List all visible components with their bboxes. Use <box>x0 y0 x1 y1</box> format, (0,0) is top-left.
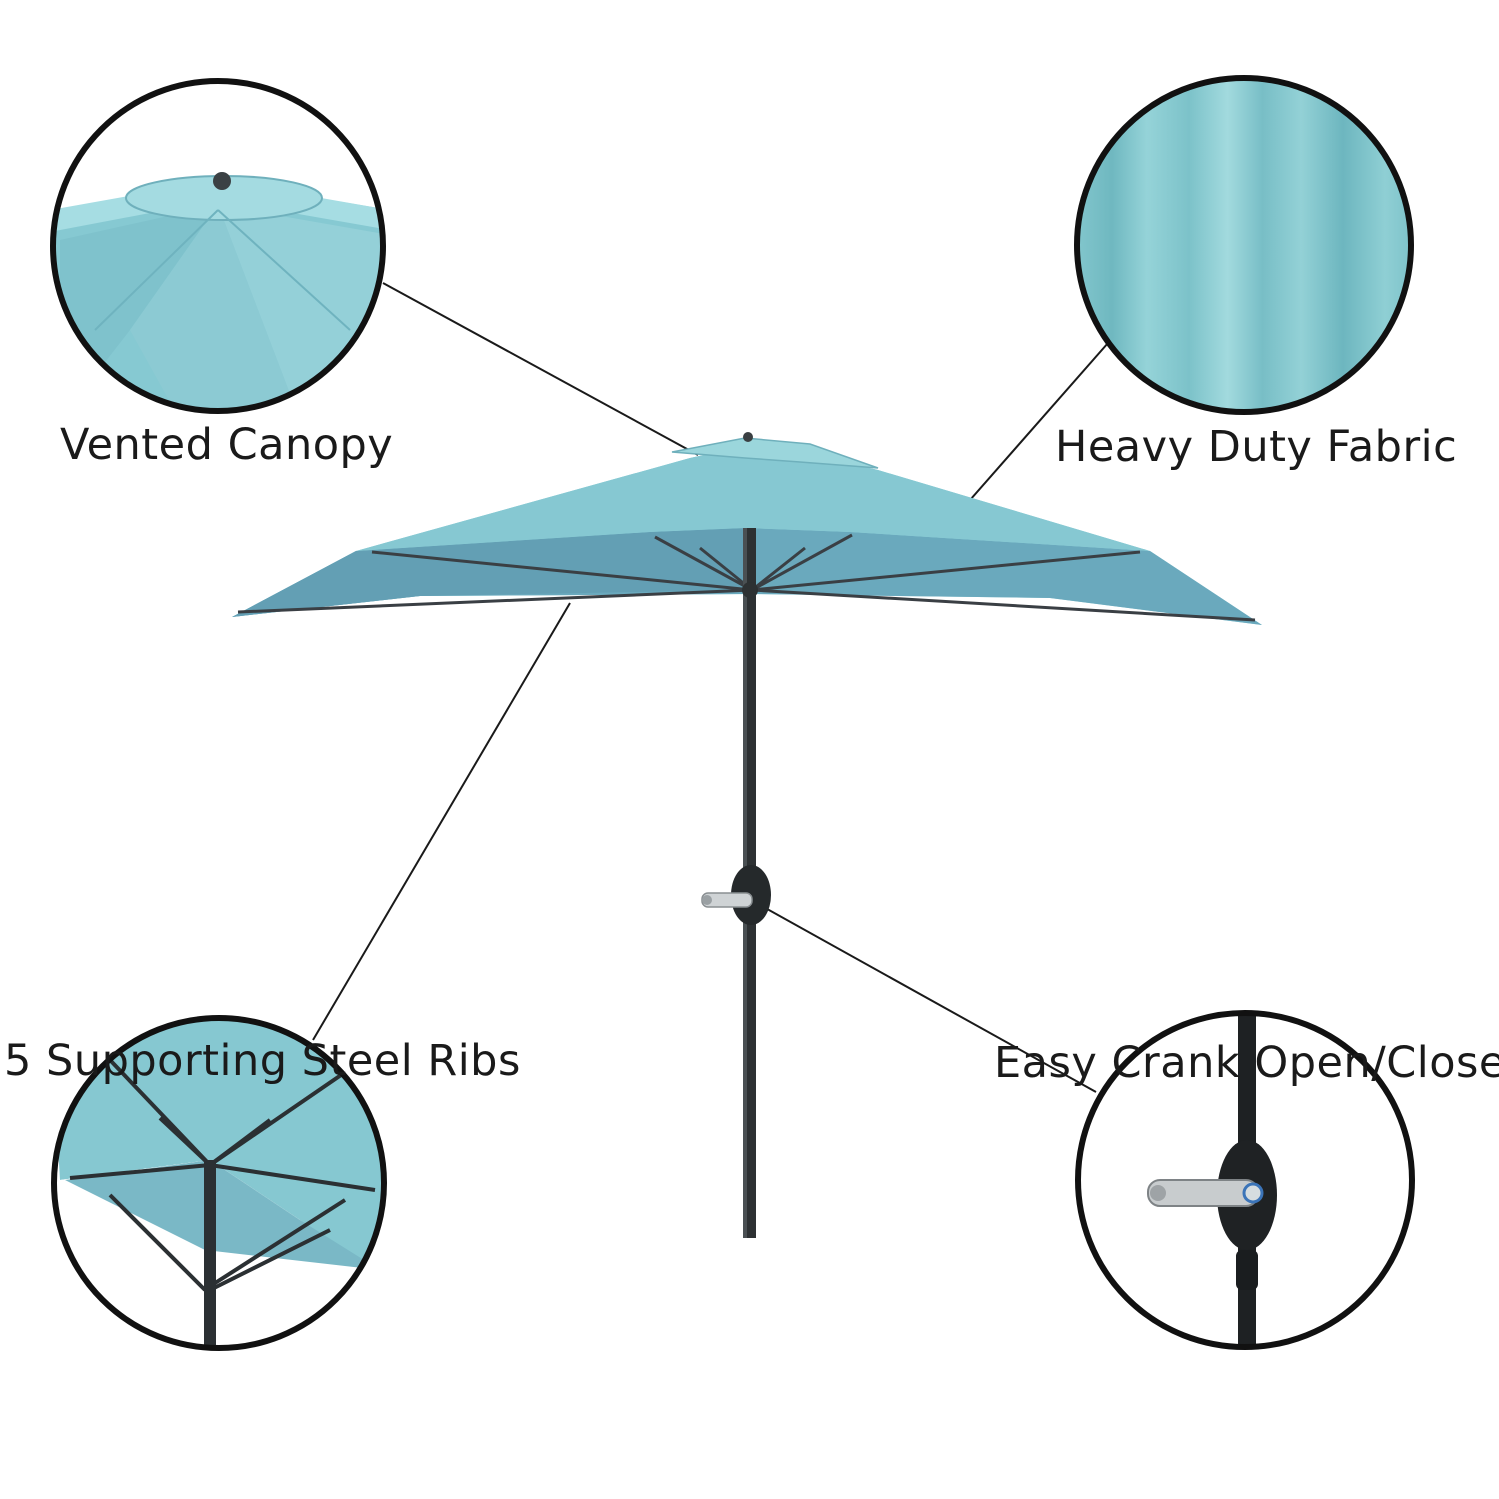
umbrella <box>232 432 1262 1238</box>
ribs-detail <box>51 1015 387 1351</box>
fabric-detail <box>1074 75 1414 415</box>
ribs <box>237 533 1256 622</box>
crank-detail <box>1075 1010 1415 1350</box>
vented-canopy-label: Vented Canopy <box>60 420 394 470</box>
heavy-duty-fabric-label: Heavy Duty Fabric <box>1055 422 1458 472</box>
steel-ribs-label: 5 Supporting Steel Ribs <box>4 1036 521 1086</box>
vented-canopy-detail <box>50 78 386 414</box>
easy-crank-label: Easy Crank Open/Close <box>994 1038 1499 1088</box>
leader-lines <box>312 282 1109 1093</box>
